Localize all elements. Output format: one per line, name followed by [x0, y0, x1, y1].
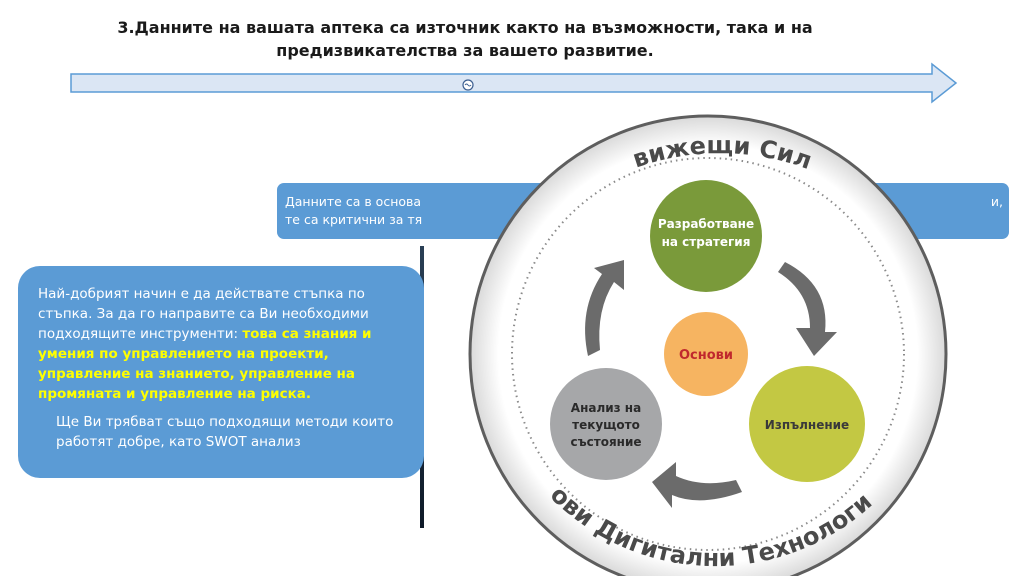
data-info-fragment: и, — [990, 194, 1003, 209]
slide-title-line1: 3.Данните на вашата аптека са източник к… — [117, 18, 813, 37]
arrow-right-icon — [778, 262, 837, 356]
node-strategy-line1: Разработване — [658, 217, 754, 231]
node-strategy-line2: на стратегия — [662, 235, 751, 249]
approach-box: Най-добрият начин е да действате стъпка … — [18, 266, 424, 478]
approach-text: Най-добрият начин е да действате стъпка … — [38, 286, 369, 342]
node-analysis-line3: състояние — [571, 435, 642, 449]
approach-paragraph-2: Ще Ви трябват също подходящи методи коит… — [38, 412, 412, 452]
slide-title-line2: предизвикателства за вашето развитие. — [276, 41, 654, 60]
circle-marker-icon — [462, 79, 474, 91]
approach-methods-text: Ще Ви трябват също подходящи методи коит… — [56, 414, 394, 450]
approach-paragraph-1: Най-добрият начин е да действате стъпка … — [38, 284, 412, 404]
arrow-bottom-icon — [652, 462, 742, 508]
data-info-line2: те са критични за тя — [285, 212, 423, 227]
node-analysis-line2: текущото — [572, 418, 640, 432]
timeline-arrow — [70, 62, 958, 104]
node-analysis: Анализ на текущото състояние — [550, 368, 662, 480]
node-execution-line1: Изпълнение — [765, 418, 849, 432]
data-info-line1: Данните са в основа — [285, 194, 422, 209]
arrow-left-icon — [585, 260, 624, 356]
strategy-cycle-diagram: Движещи Сили Нови Дигитални Технологии Р… — [440, 110, 948, 576]
node-center-line1: Основи — [679, 348, 733, 363]
inner-dotted-ring — [511, 157, 905, 551]
node-strategy: Разработване на стратегия — [650, 180, 762, 292]
approach-highlight: това са знания и умения по управлението … — [38, 326, 372, 402]
node-analysis-line1: Анализ на — [571, 401, 641, 415]
node-center: Основи — [664, 312, 748, 396]
cycle-arrow-icon — [585, 260, 837, 508]
slide-title: 3.Данните на вашата аптека са източник к… — [100, 16, 830, 62]
node-execution: Изпълнение — [749, 366, 865, 482]
